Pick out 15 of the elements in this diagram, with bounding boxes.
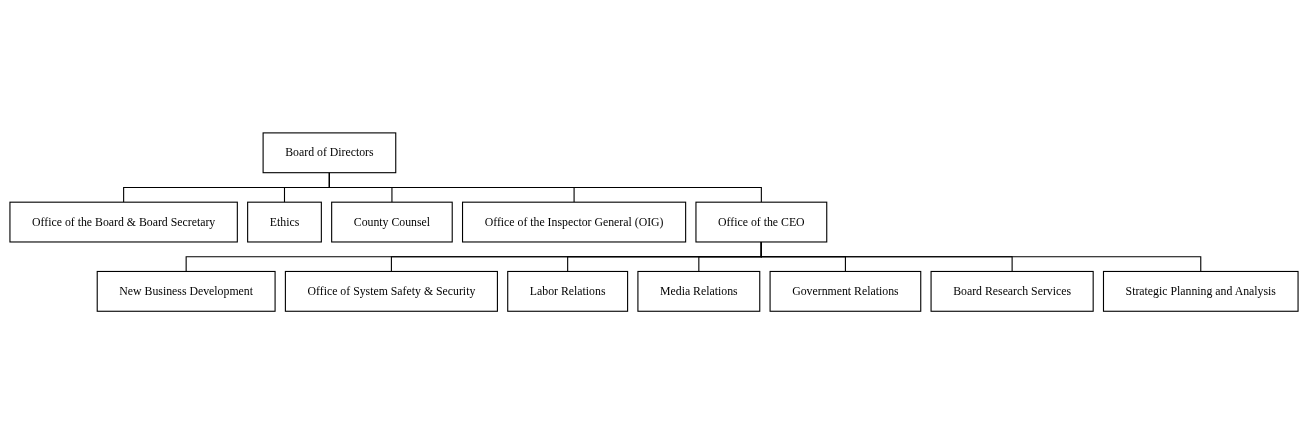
node-box: New Business Development: [96, 271, 276, 313]
node-box: Office of the CEO: [694, 202, 827, 243]
node-box: Media Relations: [636, 271, 760, 313]
node-box: County Counsel: [330, 202, 453, 243]
node-box: Office of the Inspector General (OIG): [461, 202, 686, 243]
node-box: Board of Directors: [262, 132, 396, 174]
node-box: Strategic Planning and Analysis: [1102, 271, 1299, 313]
connector: [328, 172, 762, 204]
node-box: Ethics: [246, 202, 322, 243]
node-box: Office of System Safety & Security: [284, 271, 498, 313]
connector: [760, 241, 1201, 273]
node-box: Office of the Board & Board Secretary: [8, 202, 238, 243]
node-box: Government Relations: [769, 271, 921, 313]
node-box: Board Research Services: [930, 271, 1094, 313]
node-box: Labor Relations: [506, 271, 628, 313]
